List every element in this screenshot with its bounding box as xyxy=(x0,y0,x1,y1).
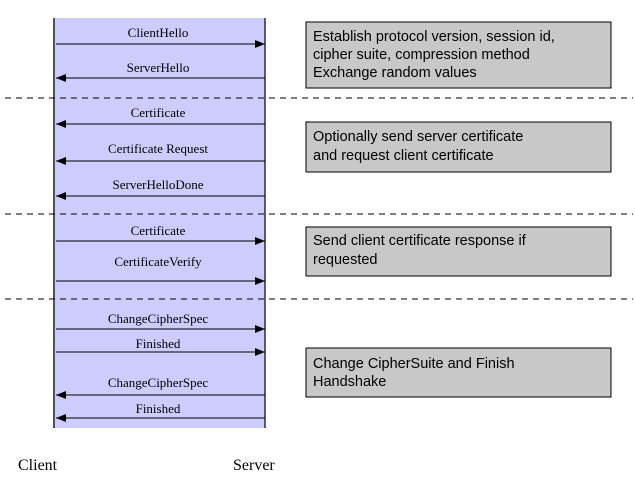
client-label: Client xyxy=(18,457,58,474)
message-label: ServerHelloDone xyxy=(113,177,204,192)
message-serverhello: ServerHello xyxy=(56,60,265,82)
note-line: Optionally send server certificate xyxy=(313,129,523,145)
note-box xyxy=(305,21,612,89)
note-line: Handshake xyxy=(313,374,386,390)
message-label: CertificateVerify xyxy=(114,254,202,269)
note-line: requested xyxy=(313,252,378,268)
message-label: ChangeCipherSpec xyxy=(108,311,209,326)
message-client-finished: Finished xyxy=(56,336,265,356)
note-line: Change CipherSuite and Finish xyxy=(313,356,515,372)
note-server-certificate-phase: Optionally send server certificate and r… xyxy=(305,121,612,173)
message-label: Certificate xyxy=(131,223,186,238)
message-label: ChangeCipherSpec xyxy=(108,375,209,390)
note-box xyxy=(305,226,612,277)
message-label: Finished xyxy=(136,401,181,416)
note-finish-phase: Change CipherSuite and Finish Handshake xyxy=(305,347,612,398)
message-certificate-request: Certificate Request xyxy=(56,141,265,165)
message-label: Certificate xyxy=(131,105,186,120)
note-line: and request client certificate xyxy=(313,148,494,164)
message-label: ClientHello xyxy=(128,25,189,40)
message-server-finished: Finished xyxy=(56,401,265,422)
note-line: Exchange random values xyxy=(313,65,477,81)
note-box xyxy=(305,347,612,398)
note-line: Establish protocol version, session id, xyxy=(313,29,555,45)
message-lane xyxy=(53,18,265,428)
message-label: Finished xyxy=(136,336,181,351)
message-label: ServerHello xyxy=(127,60,190,75)
message-serverhellodone: ServerHelloDone xyxy=(56,177,265,200)
note-box xyxy=(305,121,612,173)
message-label: Certificate Request xyxy=(108,141,208,156)
note-line: Send client certificate response if xyxy=(313,233,527,249)
message-client-certificate: Certificate xyxy=(56,223,265,245)
note-client-certificate-phase: Send client certificate response if requ… xyxy=(305,226,612,277)
message-certificateverify: CertificateVerify xyxy=(56,254,265,285)
message-client-changecipherspec: ChangeCipherSpec xyxy=(56,311,265,333)
note-hello-phase: Establish protocol version, session id, … xyxy=(305,21,612,89)
message-clienthello: ClientHello xyxy=(56,25,265,48)
note-line: cipher suite, compression method xyxy=(313,47,530,63)
message-server-changecipherspec: ChangeCipherSpec xyxy=(56,375,265,399)
server-label: Server xyxy=(233,457,275,474)
message-server-certificate: Certificate xyxy=(56,105,265,128)
